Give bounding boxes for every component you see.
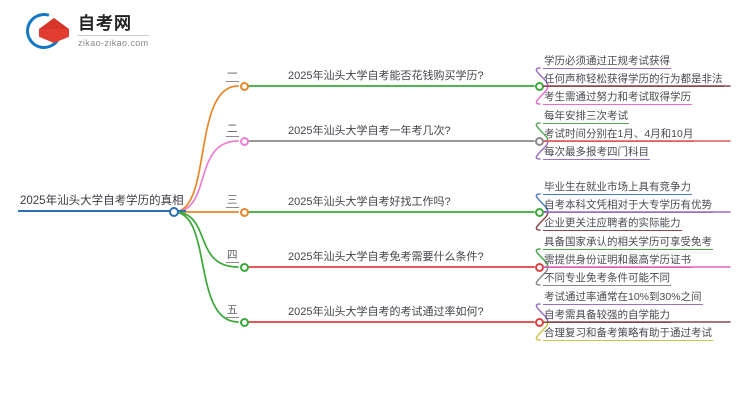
logo-text: 自考网 zikao-zikao.com [78,14,149,49]
branch-topic-1[interactable]: 2025年汕头大学自考能否花钱购买学历? [288,70,484,82]
branch-topic-3[interactable]: 2025年汕头大学自考好找工作吗? [288,196,451,208]
logo-title: 自考网 [78,13,132,33]
root-topic-label[interactable]: 2025年汕头大学自考学历的真相 [18,195,186,212]
leaf-1-2[interactable]: 任何声称轻松获得学历的行为都是非法 [543,73,724,87]
root-node-dot[interactable] [169,207,179,217]
branch-topic-4[interactable]: 2025年汕头大学自考免考需要什么条件? [288,251,484,263]
branch-node-dot-4[interactable] [239,262,249,272]
branch-node-dot-3[interactable] [239,207,249,217]
leaf-2-2[interactable]: 考试时间分别在1月、4月和10月 [543,128,695,142]
branch-index-1[interactable]: 一 [226,68,239,82]
leaf-1-1[interactable]: 学历必须通过正规考试获得 [543,55,671,69]
branch-topic-5[interactable]: 2025年汕头大学自考的考试通过率如何? [288,306,484,318]
site-logo: 自考网 zikao-zikao.com [19,6,201,56]
leaf-4-2[interactable]: 需提供身份证明和最高学历证书 [543,254,692,268]
leaf-3-1[interactable]: 毕业生在就业市场上具有竞争力 [543,181,692,195]
branch-index-2[interactable]: 二 [226,123,239,137]
leaf-5-1[interactable]: 考试通过率通常在10%到30%之间 [543,291,703,305]
branch-index-3[interactable]: 三 [226,194,239,208]
topic-node-dot-4[interactable] [534,262,544,272]
topic-node-dot-1[interactable] [534,81,544,91]
graduation-cap-icon [19,6,72,56]
leaf-2-1[interactable]: 每年安排三次考试 [543,110,629,124]
leaf-5-2[interactable]: 自考需具备较强的自学能力 [543,309,671,323]
leaf-1-3[interactable]: 考生需通过努力和考试取得学历 [543,91,692,105]
branch-node-dot-1[interactable] [239,81,249,91]
topic-node-dot-5[interactable] [534,317,544,327]
branch-node-dot-5[interactable] [239,317,249,327]
leaf-3-2[interactable]: 自考本科文凭相对于大专学历有优势 [543,199,713,213]
logo-domain: zikao-zikao.com [78,34,149,49]
leaf-2-3[interactable]: 每次最多报考四门科目 [543,146,650,160]
branch-topic-2[interactable]: 2025年汕头大学自考一年考几次? [288,125,451,137]
topic-node-dot-2[interactable] [534,136,544,146]
branch-index-5[interactable]: 五 [226,304,239,318]
branch-index-4[interactable]: 四 [226,249,239,263]
leaf-4-1[interactable]: 具备国家承认的相关学历可享受免考 [543,236,713,250]
leaf-4-3[interactable]: 不同专业免考条件可能不同 [543,272,671,286]
leaf-5-3[interactable]: 合理复习和备考策略有助于通过考试 [543,327,713,341]
branch-node-dot-2[interactable] [239,136,249,146]
topic-node-dot-3[interactable] [534,207,544,217]
leaf-3-3[interactable]: 企业更关注应聘者的实际能力 [543,217,682,231]
